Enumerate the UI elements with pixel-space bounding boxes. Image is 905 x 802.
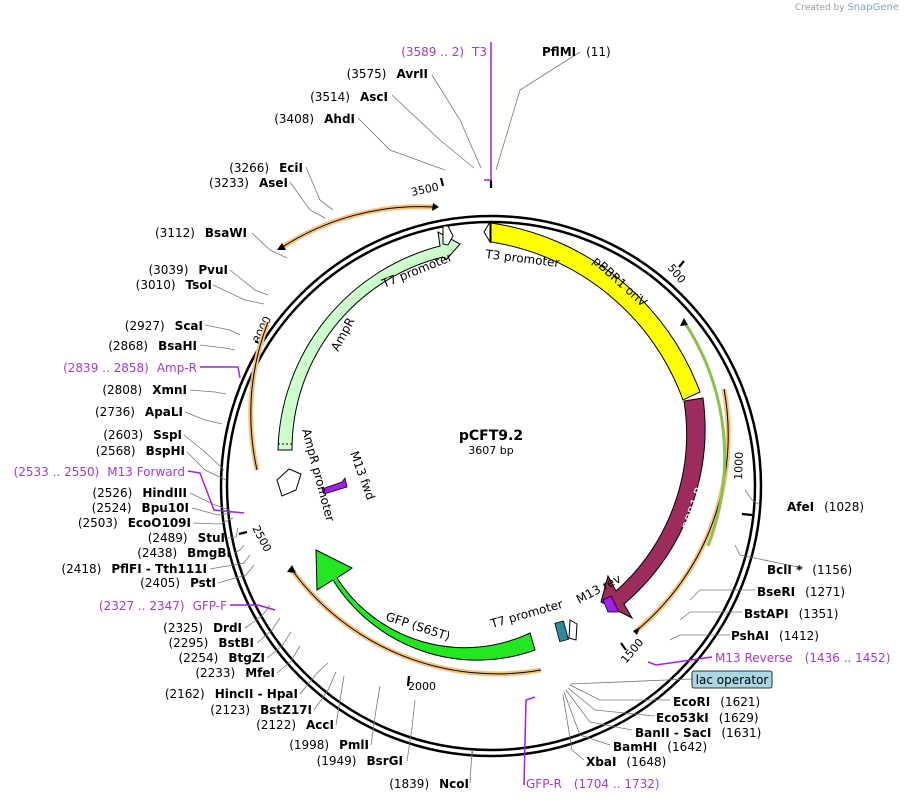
site-pmli[interactable]: (1998)PmlI bbox=[289, 738, 369, 752]
site-bstapi[interactable]: BstAPI(1351) bbox=[744, 607, 838, 621]
site-btgzi[interactable]: (2254)BtgZI bbox=[178, 651, 265, 665]
site-sspi[interactable]: (2603)SspI bbox=[103, 428, 182, 442]
lac-operator-badge[interactable] bbox=[691, 670, 773, 689]
site-ncoi[interactable]: (1839)NcoI bbox=[389, 777, 469, 791]
feature-t7-promoter-top[interactable] bbox=[442, 225, 454, 246]
site-bcli[interactable]: BclI *(1156) bbox=[767, 563, 852, 577]
primer-binding-arcs bbox=[248, 204, 731, 677]
site-bstbi[interactable]: (2295)BstBI bbox=[168, 636, 254, 650]
feature-lac-operator-box[interactable] bbox=[554, 620, 569, 643]
snapgene-credit: Created by SnapGene bbox=[795, 2, 899, 13]
backbone-outer bbox=[219, 214, 763, 758]
primer-marks bbox=[187, 42, 713, 786]
tick-label-1500: 1500 bbox=[618, 636, 646, 666]
right-site-labels: PflMI(11) AfeI(1028) BclI *(1156) BseRI(… bbox=[542, 45, 864, 769]
site-pvui[interactable]: (3039)PvuI bbox=[148, 263, 228, 277]
site-pflfi-tth111i[interactable]: (2418)PflFI - Tth111I bbox=[61, 562, 207, 576]
site-bamhi[interactable]: BamHI(1642) bbox=[613, 740, 707, 754]
plasmid-length: 3607 bp bbox=[468, 444, 513, 457]
site-ecori[interactable]: EcoRI(1621) bbox=[673, 695, 760, 709]
site-asci[interactable]: (3514)AscI bbox=[310, 90, 388, 104]
site-afei[interactable]: AfeI(1028) bbox=[787, 500, 864, 514]
site-bsahi[interactable]: (2868)BsaHI bbox=[108, 339, 197, 353]
feature-m13-rev[interactable] bbox=[602, 595, 620, 613]
site-hindiii[interactable]: (2526)HindIII bbox=[92, 486, 187, 500]
tick-label-3500: 3500 bbox=[410, 180, 440, 199]
feature-ampr-promoter[interactable] bbox=[276, 468, 302, 497]
site-ecoo109i[interactable]: (2503)EcoO109I bbox=[78, 516, 191, 530]
site-hincii-hpai[interactable]: (2162)HincII - HpaI bbox=[165, 687, 298, 701]
primer-arc-arrowheads bbox=[277, 203, 688, 635]
site-scai[interactable]: (2927)ScaI bbox=[125, 319, 203, 333]
site-drdi[interactable]: (2325)DrdI bbox=[163, 621, 242, 635]
site-ecii[interactable]: (3266)EciI bbox=[229, 161, 303, 175]
primer-m13-reverse[interactable]: M13 Reverse(1436 .. 1452) bbox=[715, 651, 890, 665]
feature-gfp[interactable] bbox=[315, 549, 536, 661]
site-psti[interactable]: (2405)PstI bbox=[140, 576, 216, 590]
site-stui[interactable]: (2489)StuI bbox=[148, 531, 225, 545]
site-bsrgi[interactable]: (1949)BsrGI bbox=[317, 754, 403, 768]
primer-gfp-f[interactable]: (2327 .. 2347)GFP-F bbox=[99, 599, 227, 613]
site-mfei[interactable]: (2233)MfeI bbox=[195, 666, 275, 680]
tick-label-2000: 2000 bbox=[408, 680, 436, 693]
credit-prefix: Created by bbox=[795, 3, 845, 13]
site-xbai[interactable]: XbaI(1648) bbox=[586, 755, 666, 769]
label-ampr-promoter: AmpR promoter bbox=[299, 427, 337, 523]
site-bsawi[interactable]: (3112)BsaWI bbox=[155, 226, 247, 240]
site-banii-saci[interactable]: BanII - SacI(1631) bbox=[635, 726, 761, 740]
site-bstz17i[interactable]: (2123)BstZ17I bbox=[210, 703, 312, 717]
site-bpu10i[interactable]: (2524)Bpu10I bbox=[92, 501, 189, 515]
feature-pbbr1-oriv[interactable] bbox=[490, 222, 701, 401]
lac-operator-label: lac operator bbox=[696, 673, 769, 687]
site-eco53ki[interactable]: Eco53kI(1629) bbox=[656, 711, 759, 725]
primer-t3[interactable]: (3589 .. 2)T3 bbox=[401, 45, 487, 59]
label-m13-fwd: M13 fwd bbox=[347, 449, 378, 502]
site-acci[interactable]: (2122)AccI bbox=[256, 718, 334, 732]
feature-m13-fwd[interactable] bbox=[321, 477, 348, 495]
snapgene-logo: SnapGene bbox=[847, 2, 899, 13]
site-pshai[interactable]: PshAI(1412) bbox=[731, 629, 819, 643]
tick-label-1000: 1000 bbox=[732, 452, 746, 480]
left-site-labels: (3575)AvrII (3514)AscI (3408)AhdI (3266)… bbox=[61, 67, 469, 791]
site-avrii[interactable]: (3575)AvrII bbox=[347, 67, 428, 81]
site-bmgbi[interactable]: (2438)BmgBI bbox=[137, 546, 231, 560]
site-tsoi[interactable]: (3010)TsoI bbox=[136, 278, 212, 292]
label-t7-promoter-bottom: T7 promoter bbox=[488, 597, 564, 631]
lac-operator-connector bbox=[569, 678, 693, 685]
site-connectors bbox=[183, 51, 804, 784]
tick-label-2500: 2500 bbox=[249, 523, 274, 554]
primer-m13-forward[interactable]: (2533 .. 2550)M13 Forward bbox=[14, 465, 185, 479]
plasmid-name: pCFT9.2 bbox=[459, 428, 523, 444]
primer-labels: (3589 .. 2)T3 (2839 .. 2858)Amp-R (2533 … bbox=[14, 45, 891, 791]
site-pflmi[interactable]: PflMI(11) bbox=[542, 45, 611, 59]
primer-gfp-r[interactable]: GFP-R(1704 .. 1732) bbox=[526, 777, 660, 791]
feature-ampr[interactable] bbox=[277, 231, 461, 451]
site-xmni[interactable]: (2808)XmnI bbox=[102, 383, 187, 397]
feature-t7-promoter-bottom[interactable] bbox=[568, 619, 578, 641]
feature-t3-promoter[interactable] bbox=[483, 220, 491, 244]
site-apali[interactable]: (2736)ApaLI bbox=[95, 405, 183, 419]
site-bsphi[interactable]: (2568)BspHI bbox=[96, 444, 185, 458]
backbone-inner bbox=[225, 220, 757, 752]
primer-amp-r[interactable]: (2839 .. 2858)Amp-R bbox=[63, 361, 197, 375]
site-bseri[interactable]: BseRI(1271) bbox=[757, 585, 845, 599]
site-asei[interactable]: (3233)AseI bbox=[209, 176, 288, 190]
site-ahdi[interactable]: (3408)AhdI bbox=[274, 112, 355, 126]
